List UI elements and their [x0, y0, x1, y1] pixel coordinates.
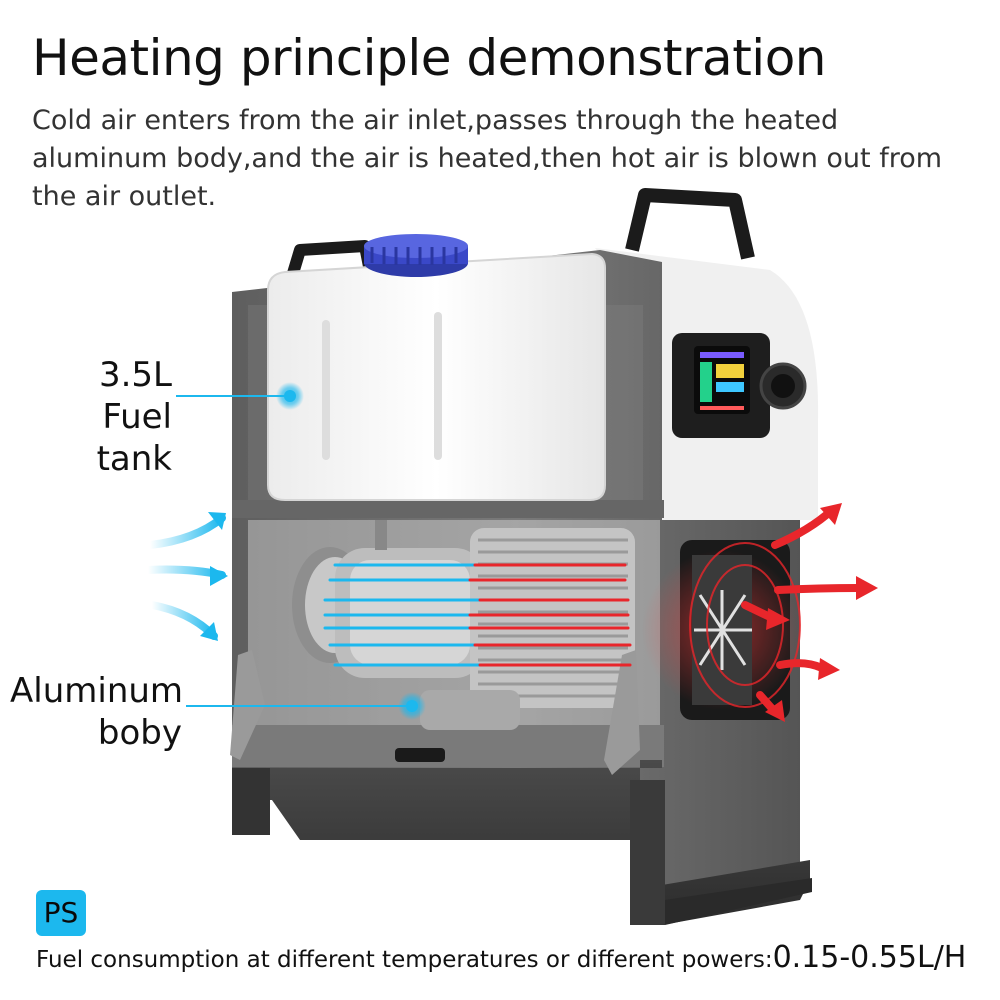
fuel-consumption-value: 0.15-0.55L/H	[772, 940, 967, 975]
hot-air-arrowheads	[765, 503, 878, 722]
tank-cap	[364, 234, 468, 277]
carry-handle-right	[625, 188, 755, 260]
air-outlet	[642, 540, 802, 720]
callout-aluminum-pointer	[186, 692, 426, 720]
aluminum-body-label-line1: Aluminum	[10, 671, 184, 711]
callout-fuel-tank-pointer	[176, 382, 304, 410]
fuel-tank-label: Fuel tank	[96, 397, 172, 479]
aluminum-body-label-line2: boby	[97, 713, 182, 753]
fuel-tank-callout: 3.5L Fuel tank	[20, 354, 172, 480]
hot-air-arrows	[741, 506, 862, 716]
description-text: Cold air enters from the air inlet,passe…	[32, 105, 943, 212]
cold-air-arrowheads	[200, 512, 228, 641]
aluminum-body-callout: Aluminum boby	[10, 670, 184, 754]
air-flow-lines	[323, 563, 632, 667]
ps-badge: PS	[36, 890, 86, 936]
control-panel	[672, 333, 807, 438]
fuel-tank	[267, 252, 606, 501]
page-title: Heating principle demonstration	[32, 29, 826, 87]
bracket-right	[604, 650, 640, 775]
heater-base	[232, 760, 812, 925]
fuel-consumption-text: Fuel consumption at different temperatur…	[36, 947, 773, 973]
fuel-consumption-note: Fuel consumption at different temperatur…	[36, 938, 996, 980]
fuel-tank-capacity: 3.5L	[98, 355, 172, 395]
aluminum-body	[248, 520, 660, 730]
